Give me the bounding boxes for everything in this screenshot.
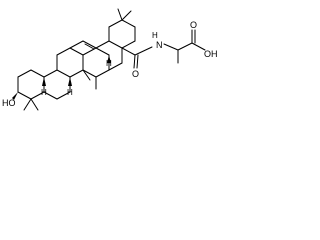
ring-d — [69, 40, 110, 90]
hydroxyl-label: HO — [2, 98, 16, 108]
hydrogen-label-c18: H — [106, 59, 112, 68]
ring-c — [56, 47, 91, 81]
amide-oxygen-label: O — [132, 69, 139, 79]
molecule-canvas: HO H H H O H N O OH — [0, 0, 241, 127]
side-chain — [121, 29, 206, 69]
hydrogen-label-c5: H — [41, 88, 47, 97]
hydrogen-label-c9: H — [67, 88, 73, 97]
acid-hydroxyl-label: OH — [204, 49, 218, 59]
ring-e — [95, 8, 136, 71]
structure-diagram: HO H H H O H N O OH — [2, 8, 218, 111]
amide-nitrogen-label: N — [156, 40, 163, 50]
amide-hydrogen-label: H — [152, 31, 158, 40]
acid-carbonyl-oxygen-label: O — [190, 20, 197, 30]
stereo-bonds — [12, 55, 111, 100]
